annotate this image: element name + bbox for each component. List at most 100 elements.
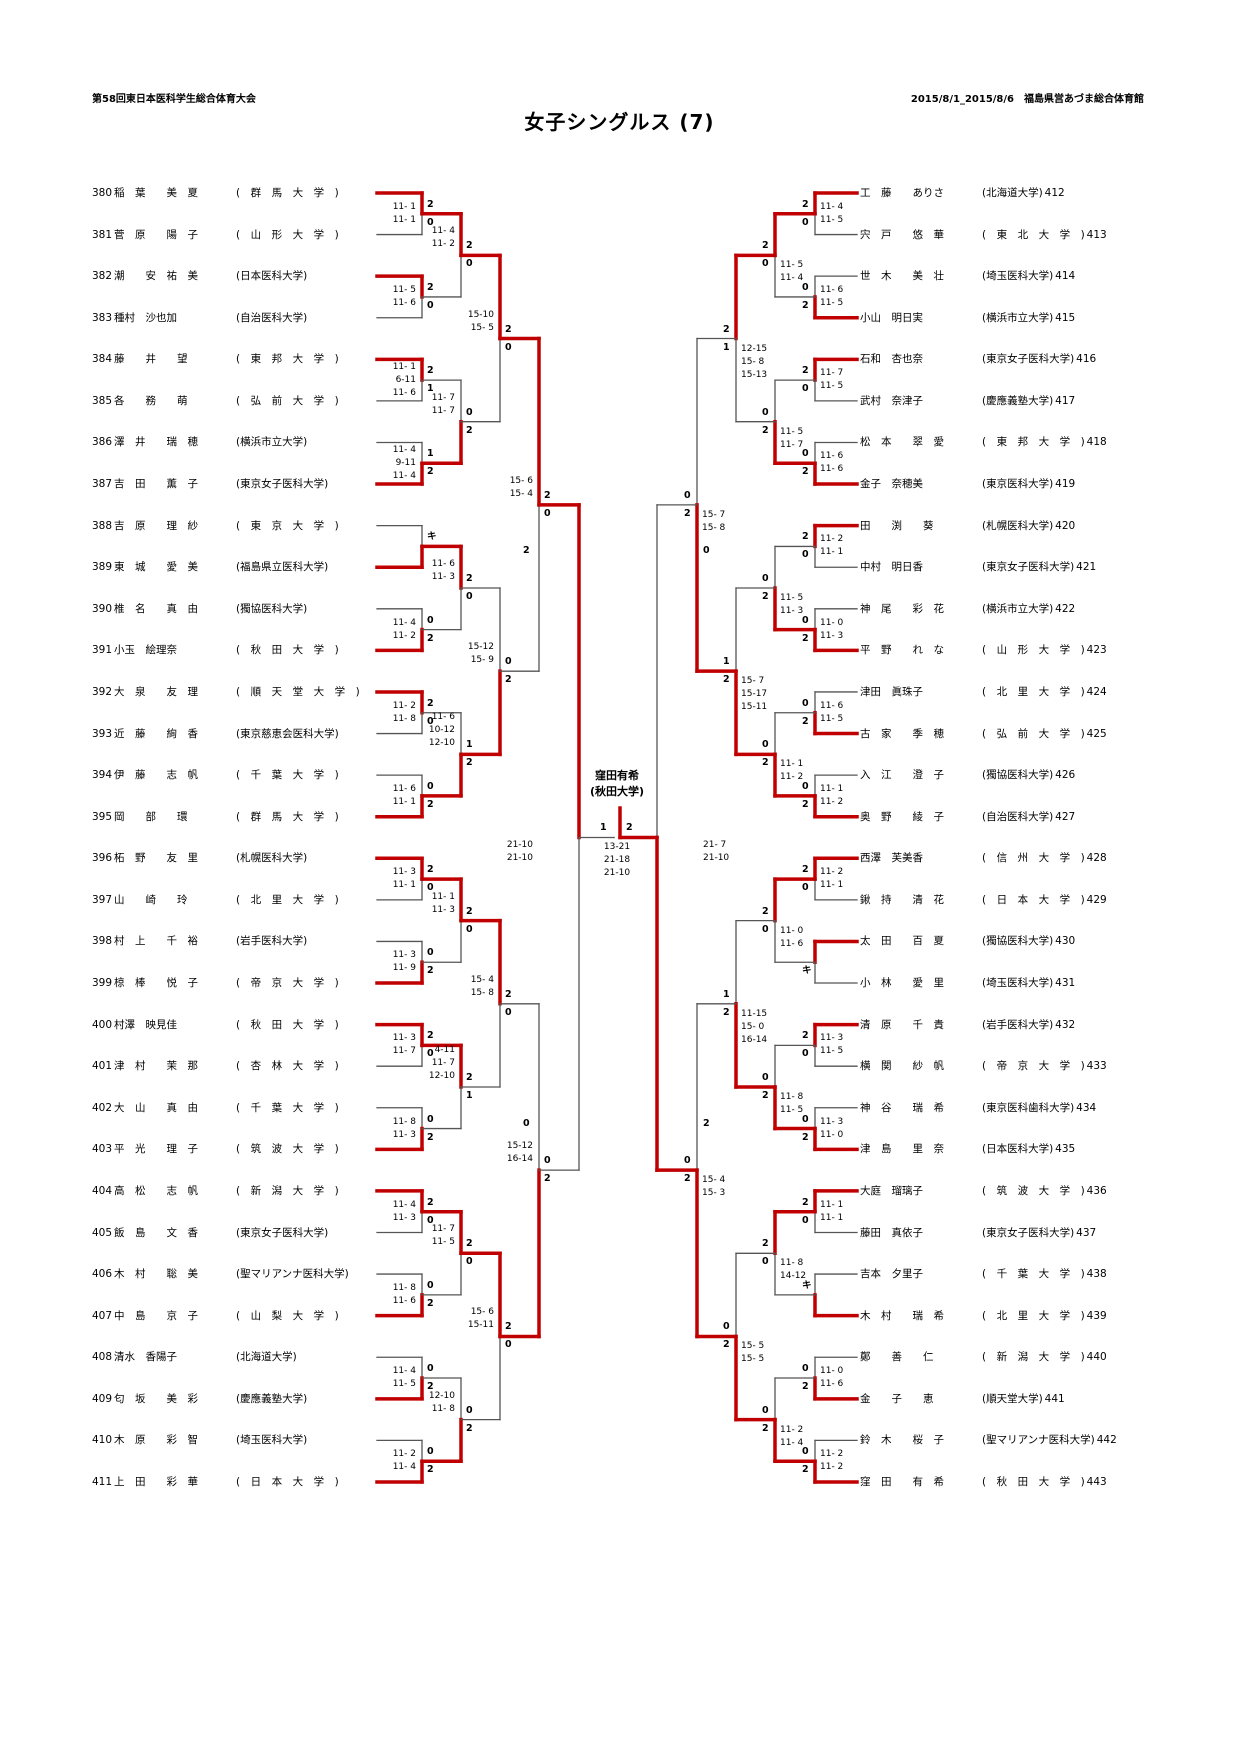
- player-name: 太 田 百 夏: [860, 935, 944, 948]
- player-number: 437: [1076, 1226, 1097, 1239]
- page-title: 女子シングルス (7): [524, 110, 715, 134]
- player-university: ( 東 京 大 学 ): [236, 519, 339, 532]
- games-won: 2: [762, 424, 769, 436]
- games-won: 2: [723, 1006, 730, 1018]
- player-number: 435: [1055, 1143, 1076, 1156]
- games-won: 0: [802, 1113, 809, 1125]
- player-number: 392: [92, 685, 113, 698]
- games-won: 0: [427, 1363, 434, 1375]
- player-entry: 鍬 持 清 花( 日 本 大 学 )429: [860, 893, 1107, 907]
- player-university: (埼玉医科大学): [982, 270, 1054, 283]
- player-university: (慶應義塾大学): [982, 394, 1054, 407]
- player-university: (獨協医科大学): [982, 769, 1054, 782]
- player-name: 清水 香陽子: [114, 1351, 177, 1364]
- player-name: 藤田 真依子: [860, 1226, 923, 1239]
- games-won: 0: [802, 1214, 809, 1226]
- player-number: 397: [92, 893, 113, 906]
- player-entry: 木 村 瑞 希( 北 里 大 学 )439: [860, 1309, 1107, 1323]
- player-university: ( 東 北 大 学 ): [982, 228, 1085, 241]
- player-name: 金子 奈穂美: [860, 478, 923, 491]
- games-won: 2: [762, 240, 769, 252]
- set-scores: 11- 6 11- 3: [431, 559, 455, 582]
- player-number: 442: [1096, 1434, 1117, 1447]
- set-scores: 15-10 15- 5: [467, 309, 494, 333]
- player-university: ( 群 馬 大 学 ): [236, 810, 339, 823]
- player-number: 415: [1055, 311, 1076, 324]
- player-university: ( 杏 林 大 学 ): [236, 1060, 339, 1073]
- champion-university: (秋田大学): [589, 785, 645, 798]
- player-number: 404: [92, 1184, 113, 1197]
- player-name: 入 江 澄 子: [860, 769, 944, 782]
- set-scores: 11- 5 11- 6: [392, 284, 416, 308]
- games-won: 2: [466, 1071, 473, 1083]
- set-scores: 11- 4 11- 2: [431, 226, 455, 250]
- games-won: キ: [802, 965, 812, 977]
- player-name: 鍬 持 清 花: [860, 893, 944, 906]
- player-name: 小 林 愛 里: [860, 977, 944, 990]
- games-won: 2: [466, 905, 473, 917]
- player-name: 神 谷 瑞 希: [860, 1101, 944, 1114]
- set-scores: 15- 5 15- 5: [741, 1341, 765, 1365]
- games-won: 2: [466, 573, 473, 584]
- player-university: ( 群 馬 大 学 ): [236, 187, 339, 199]
- player-university: (自治医科大学): [236, 311, 308, 324]
- player-name: 吉 田 薫 子: [114, 478, 198, 491]
- games-won: 0: [505, 341, 512, 353]
- player-university: ( 順 天 堂 大 学 ): [236, 685, 360, 698]
- games-won: 0: [427, 1214, 434, 1226]
- player-name: 小山 明日実: [860, 311, 923, 324]
- player-name: 各 務 萌: [114, 394, 188, 407]
- games-won: 2: [684, 1173, 691, 1185]
- player-name: 種村 沙也加: [114, 311, 177, 324]
- player-number: 416: [1076, 353, 1097, 366]
- player-number: 393: [92, 727, 113, 740]
- games-won: キ: [802, 1279, 812, 1291]
- games-won: 0: [762, 923, 769, 935]
- final-games-left: 1: [600, 822, 607, 834]
- games-won: 2: [427, 281, 434, 293]
- set-scores: 12-15 15- 8 15-13: [741, 343, 768, 380]
- player-name: 岡 部 環: [114, 810, 188, 823]
- player-number: 389: [92, 561, 113, 574]
- player-university: (慶應義塾大学): [236, 1392, 308, 1405]
- player-name: 山 崎 玲: [114, 893, 188, 906]
- set-scores: 11- 2 11- 4: [392, 1449, 416, 1473]
- player-entry: 津田 眞珠子( 北 里 大 学 )424: [860, 685, 1107, 699]
- player-university: (岩手医科大学): [982, 1018, 1054, 1031]
- player-university: ( 弘 前 大 学 ): [982, 727, 1085, 740]
- games-won: 2: [762, 1089, 769, 1101]
- player-university: (獨協医科大学): [982, 935, 1054, 948]
- player-name: 世 木 美 壮: [860, 270, 944, 283]
- games-won: 0: [466, 406, 473, 418]
- player-name: 津 村 茉 那: [114, 1060, 198, 1073]
- set-scores: 11- 3 11- 5: [820, 1033, 844, 1057]
- games-won: 0: [762, 739, 769, 751]
- player-number: 390: [92, 602, 113, 615]
- games-won: 0: [523, 1118, 530, 1130]
- player-university: (東京女子医科大学): [982, 1226, 1075, 1239]
- games-won: キ: [427, 531, 437, 543]
- player-entry: 世 木 美 壮(埼玉医科大学)414: [860, 269, 1075, 283]
- games-won: 1: [466, 1089, 473, 1101]
- player-name: 津田 眞珠子: [860, 685, 923, 698]
- player-number: 386: [92, 436, 113, 449]
- games-won: 2: [427, 632, 434, 644]
- set-scores: 11- 5 11- 3: [780, 593, 804, 616]
- set-scores: 11- 8 14-12: [780, 1258, 807, 1282]
- player-name: 古 家 季 穂: [860, 727, 944, 740]
- player-university: (岩手医科大学): [236, 935, 308, 948]
- player-number: 409: [92, 1392, 113, 1405]
- player-university: (札幌医科大学): [236, 852, 308, 865]
- player-name: 宍 戸 悠 華: [860, 228, 944, 241]
